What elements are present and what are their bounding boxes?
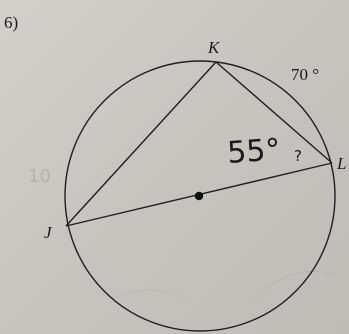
chord-kl <box>215 61 333 164</box>
point-label-k: K <box>207 38 221 57</box>
chord-jk <box>65 61 217 227</box>
bleed-through-curve <box>249 270 336 306</box>
circle <box>64 60 336 332</box>
point-label-j: J <box>44 223 53 242</box>
problem-number: 6) <box>4 13 18 32</box>
bleed-through-curve-2 <box>109 289 191 301</box>
handwritten-question-mark: ? <box>294 147 302 165</box>
bleed-through-text: 10 <box>28 166 51 187</box>
center-point <box>194 191 204 201</box>
arc-measure-label: 70 ° <box>291 65 319 84</box>
handwritten-answer: 55° <box>226 132 281 171</box>
point-label-l: L <box>336 154 346 173</box>
